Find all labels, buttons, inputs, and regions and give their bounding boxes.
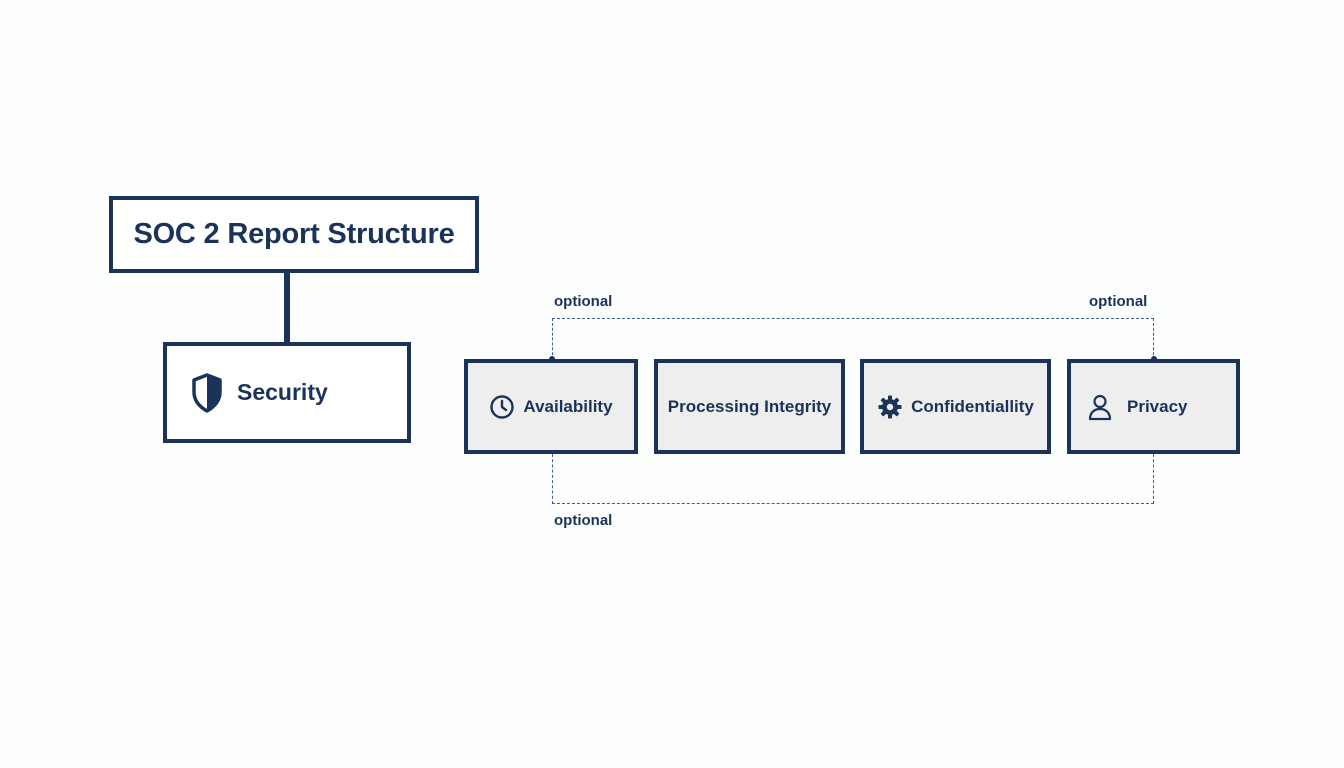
optional-label-top-right: optional xyxy=(1089,293,1148,310)
confidentiality-label: Confidentiallity xyxy=(911,396,1034,416)
security-box: Security xyxy=(163,342,411,443)
user-icon xyxy=(1087,393,1113,421)
optional-label-top-left: optional xyxy=(554,293,613,310)
security-label: Security xyxy=(237,379,328,405)
optional-label-bottom: optional xyxy=(554,512,613,529)
availability-label: Availability xyxy=(523,396,613,416)
optional-bracket-top xyxy=(552,318,1154,360)
gear-icon xyxy=(877,394,903,420)
confidentiality-box: Confidentiallity xyxy=(860,359,1051,454)
diagram-title: SOC 2 Report Structure xyxy=(133,218,455,250)
processing-integrity-label: Processing Integrity xyxy=(667,396,832,416)
privacy-box: Privacy xyxy=(1067,359,1240,454)
shield-icon xyxy=(191,372,223,413)
processing-integrity-box: Processing Integrity xyxy=(654,359,845,454)
title-box: SOC 2 Report Structure xyxy=(109,196,479,273)
clock-icon xyxy=(489,394,515,420)
availability-box: Availability xyxy=(464,359,638,454)
title-security-connector xyxy=(284,273,290,343)
optional-bracket-bottom xyxy=(552,454,1154,504)
privacy-label: Privacy xyxy=(1127,396,1188,416)
